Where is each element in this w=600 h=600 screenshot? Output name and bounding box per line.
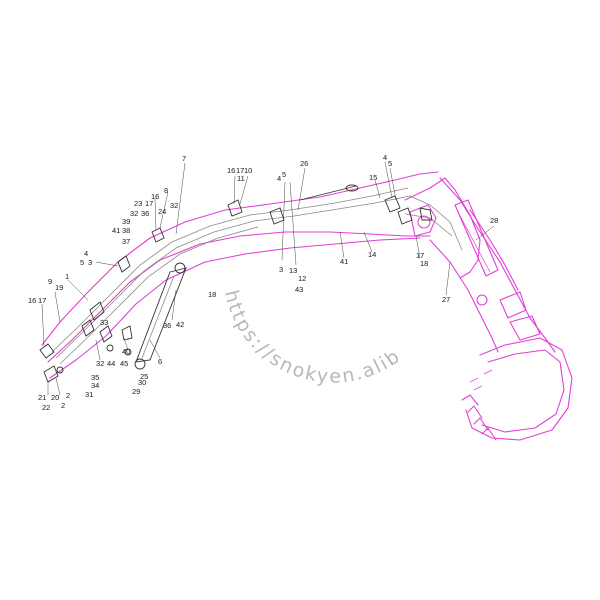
callout-label: 3 [279,265,283,274]
callout-label: 1 [65,272,69,281]
callout-label: 23 [134,199,142,208]
callout-label: 9 [48,277,52,286]
watermark-text: https://snokyen.alibaba.com [0,0,405,388]
callout-label: 16 [151,192,159,201]
callout-label: 32 [130,209,138,218]
callout-label: 43 [295,285,303,294]
callout-label: 31 [85,390,93,399]
callout-label: 2 [66,391,70,400]
callout-label: 44 [107,359,115,368]
callout-label: 5 [282,170,286,179]
callout-label: 3 [88,258,92,267]
watermark: https://snokyen.alibaba.com [0,0,405,388]
callout-label: 21 [38,393,46,402]
callout-label: 36 [163,321,171,330]
callout-label: 36 [141,209,149,218]
callout-label: 35 [91,373,99,382]
callout-label: 32 [170,201,178,210]
callout-label: 4 [383,153,387,162]
callout-label: 30 [138,378,146,387]
callout-label: 7 [182,154,186,163]
callout-label: 11 [237,174,245,183]
callout-label: 4 [84,249,88,258]
callout-label: 12 [298,274,306,283]
callout-label: 14 [368,250,376,259]
callout-label: 8 [164,186,168,195]
callout-label: 26 [300,159,308,168]
callout-label: 40 [122,347,130,356]
callout-label: 29 [132,387,140,396]
callout-label: 25 [140,372,148,381]
callout-label: 20 [51,393,59,402]
callout-label: 18 [208,290,216,299]
callout-label: 39 [122,217,130,226]
callout-label: 22 [42,403,50,412]
callout-label: 33 [100,318,108,327]
callout-label: 38 [122,226,130,235]
callout-label: 6 [158,357,162,366]
callout-label: 17 [416,251,424,260]
callout-leaders [41,161,495,396]
callout-label: 41 [340,257,348,266]
callout-label: 18 [420,259,428,268]
callout-label: 19 [55,283,63,292]
callout-label: 5 [80,258,84,267]
callout-label: 13 [289,266,297,275]
callout-label: 42 [176,320,184,329]
callout-label: 16 [227,166,235,175]
callout-label: 17 [236,166,244,175]
callout-label: 17 [38,296,46,305]
callout-label: 10 [244,166,252,175]
callout-label: 5 [388,159,392,168]
hydraulic-lines [39,184,463,383]
callout-label: 17 [145,199,153,208]
callout-labels: 16 17 10 11 26 4 5 4 5 15 8 16 7 23 17 3… [28,153,498,412]
callout-label: 16 [28,296,36,305]
boom-outline [41,171,573,441]
callout-label: 45 [120,359,128,368]
callout-label: 41 [112,226,120,235]
callout-label: 32 [96,359,104,368]
callout-label: 34 [91,381,99,390]
callout-label: 24 [158,207,166,216]
callout-label: 4 [277,174,281,183]
callout-label: 37 [122,237,130,246]
callout-label: 28 [490,216,498,225]
callout-label: 15 [369,173,377,182]
callout-label: 2 [61,401,65,410]
callout-label: 27 [442,295,450,304]
